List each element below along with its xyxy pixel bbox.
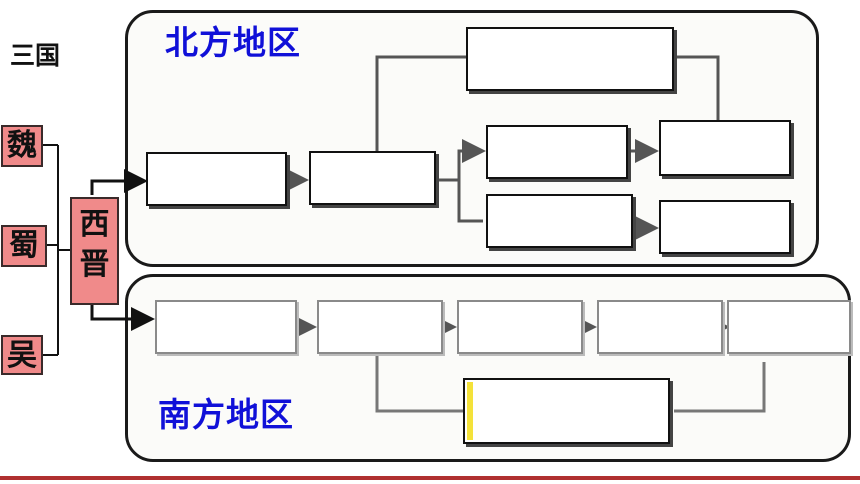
north-box-6 [659, 200, 791, 254]
line-bottom-s5 [674, 362, 766, 413]
line-top-n5 [674, 55, 720, 120]
kingdom-shu: 蜀 [1, 225, 47, 267]
xijin-box: 西 晋 [70, 197, 119, 305]
kingdom-wu: 吴 [1, 335, 43, 375]
south-box-1 [155, 300, 297, 354]
south-box-3 [457, 300, 583, 354]
line-n2-top [375, 55, 466, 151]
arrow-xijin-north [90, 169, 148, 195]
north-box-4 [486, 194, 633, 248]
south-region-title: 南方地区 [158, 395, 294, 434]
north-box-1 [146, 152, 287, 206]
south-box-4 [597, 300, 723, 354]
south-box-bottom [463, 378, 670, 444]
arrow-xijin-south [90, 305, 155, 331]
arrow-n2-n3 [436, 139, 486, 182]
south-box-2 [317, 300, 443, 354]
highlight-bar [467, 382, 473, 440]
xijin-char-1: 西 [79, 207, 110, 242]
north-box-5 [659, 120, 791, 176]
footer-line [0, 476, 860, 480]
south-box-5 [727, 300, 851, 354]
north-region-title: 北方地区 [165, 23, 301, 62]
north-box-3 [486, 125, 628, 179]
north-box-top [466, 27, 674, 91]
line-s2-bottom [375, 354, 463, 413]
north-box-2 [309, 151, 436, 205]
sanguo-label: 三国 [10, 41, 61, 70]
kingdom-bracket [43, 144, 70, 356]
kingdom-wei: 魏 [1, 125, 43, 167]
xijin-char-2: 晋 [79, 247, 110, 282]
arrow-n2-n4 [457, 180, 483, 223]
